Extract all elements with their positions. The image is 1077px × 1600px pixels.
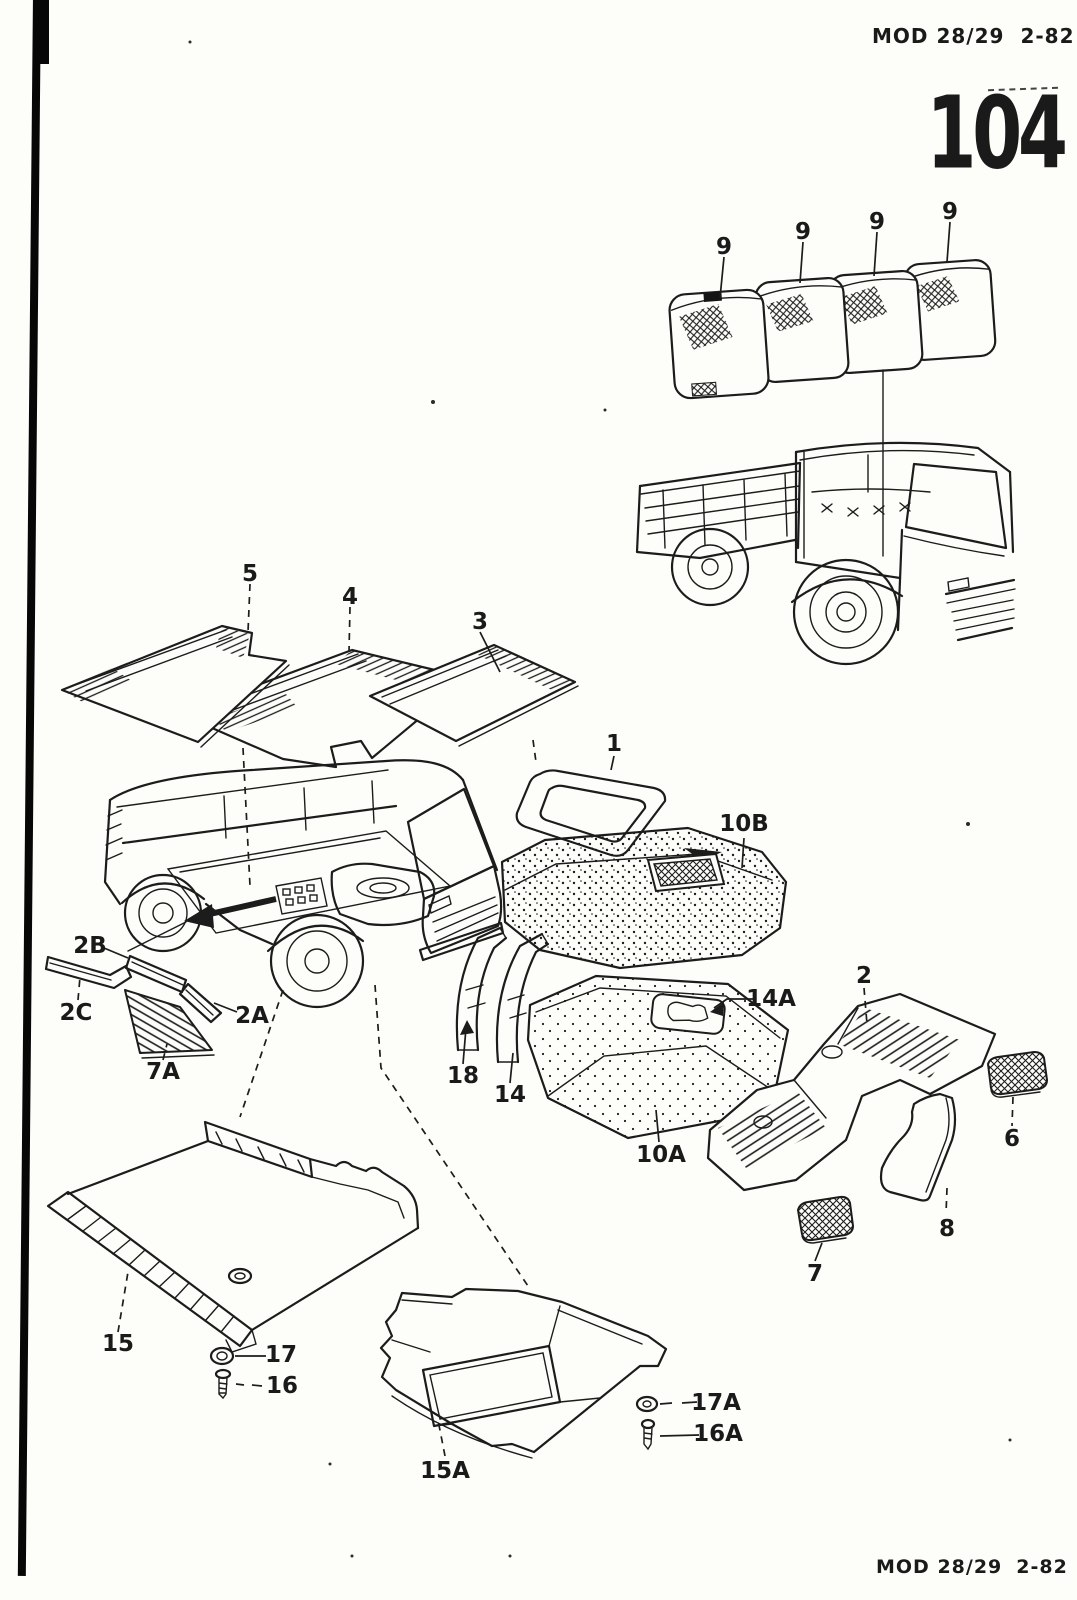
part-label-6: 6 [1003,1126,1021,1152]
part-label-4: 4 [341,584,359,610]
part-label-10B: 10B [719,811,769,837]
van-illustration [103,759,505,1009]
footer-issue: 2-82 [1016,1556,1068,1578]
part-label-15A: 15A [420,1458,470,1484]
part-label-2: 2 [855,963,873,989]
cab-carpet-part2 [706,987,997,1192]
sill-strip-part2C [44,955,133,1001]
window-panel-group [668,221,997,557]
part-label-9-1: 9 [715,234,733,260]
part-label-16: 16 [265,1373,299,1399]
truck-illustration [635,441,1016,666]
part-label-14A: 14A [746,986,796,1012]
ribbed-pad-part7A [124,989,215,1061]
page-number: 104 [926,74,1068,192]
part-label-9-4: 9 [941,199,959,225]
part-label-2B: 2B [73,933,107,959]
footer-model: MOD 28/29 [876,1556,1003,1578]
part-label-7A: 7A [146,1059,180,1085]
part-label-9-3: 9 [868,209,886,235]
engine-cover-part10B [500,826,788,970]
part-label-16A: 16A [693,1421,743,1447]
part-label-2C: 2C [59,1000,93,1026]
page-header: MOD 28/29 2-82 [872,24,1075,48]
part-label-18: 18 [446,1063,480,1089]
window-panel-2 [754,276,850,384]
arch-strip-part18 [455,926,508,1065]
part-label-1: 1 [605,731,623,757]
floor-tray-part15A [379,1287,668,1459]
mount-position-arrow [209,896,277,917]
pad-part7 [796,1195,855,1262]
engine-cover-part10A [526,974,790,1143]
part-label-17: 17 [264,1342,298,1368]
part-label-15: 15 [101,1331,135,1357]
window-panel-1 [668,288,770,400]
part-label-2A: 2A [235,1003,269,1029]
washer-part17 [209,1346,266,1366]
part-label-9-2: 9 [794,219,812,245]
sill-strip-part2A [178,982,238,1024]
screw-part16 [214,1368,263,1400]
header-issue: 2-82 [1020,24,1075,48]
assembly-leader-lines [239,747,529,1287]
part-label-8: 8 [938,1216,956,1242]
page-footer: MOD 28/29 2-82 [876,1556,1068,1578]
floor-mat-5 [60,624,288,744]
arch-strip-part14 [495,932,550,1084]
part-label-10A: 10A [636,1142,686,1168]
part-label-14: 14 [493,1082,527,1108]
part-label-3: 3 [471,609,489,635]
floor-mats-group [60,583,579,769]
pad-part6 [986,1050,1049,1127]
header-model: MOD 28/29 [872,24,1005,48]
panel-part8 [879,1092,957,1215]
screw-part16A [640,1418,700,1451]
scan-binding-edge-top [36,0,49,64]
part-label-7: 7 [806,1261,824,1287]
washer-part17A [635,1395,698,1413]
scan-specks [188,40,1012,1558]
access-lid-part14A [650,993,726,1035]
part-label-17A: 17A [691,1390,741,1416]
floor-tray-part15 [46,1120,420,1353]
part-label-5: 5 [241,561,259,587]
